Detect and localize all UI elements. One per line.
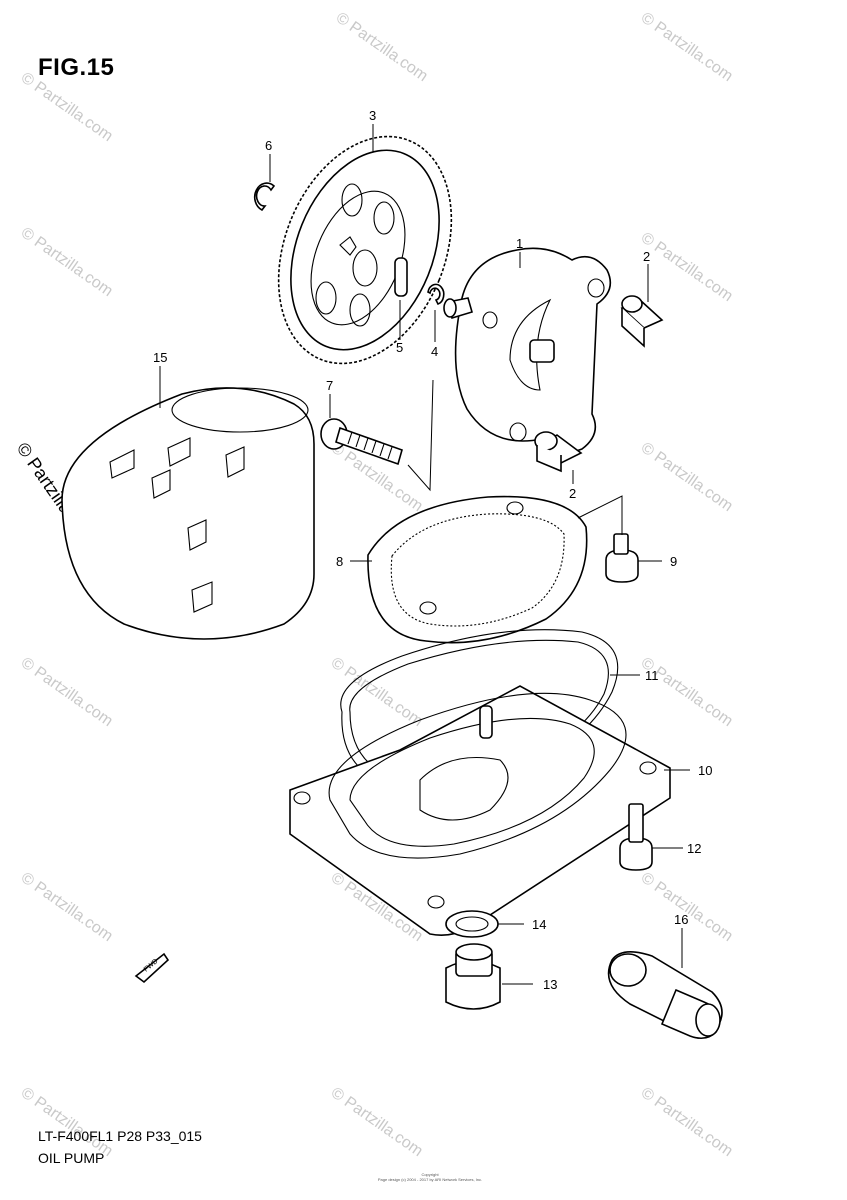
oil-pan (289, 685, 671, 936)
oil-pump-driven-gear (277, 135, 453, 365)
copyright-notice: Copyright Page design (c) 2004 - 2017 by… (360, 1172, 500, 1182)
callout-2-upper: 2 (643, 249, 650, 264)
circlip (253, 182, 276, 212)
callout-4: 4 (431, 344, 438, 359)
watermark: © Partzilla.com (328, 654, 426, 730)
watermark: © Partzilla.com (18, 224, 116, 300)
oil-pressure-switch (607, 951, 723, 1040)
copyright-line: Page design (c) 2004 - 2017 by ARI Netwo… (377, 1177, 483, 1182)
leader-lines (159, 124, 690, 985)
callout-12: 12 (687, 841, 701, 856)
watermark: © Partzilla.com (328, 1084, 426, 1160)
dowel-pin-upper (620, 295, 664, 348)
fwd-arrow: FWD (134, 952, 170, 984)
watermark: © Partzilla.com (18, 869, 116, 945)
pump-bolt (320, 418, 403, 466)
callout-10: 10 (698, 763, 712, 778)
oil-pan-bolt (619, 803, 653, 871)
section-name: OIL PUMP (38, 1150, 105, 1166)
oil-pump-assy (443, 247, 612, 454)
copyright-line: Copyright (421, 1172, 439, 1177)
watermark: © Partzilla.com (18, 1084, 116, 1160)
watermark: © Partzilla.com (638, 229, 736, 305)
callout-1: 1 (516, 236, 523, 251)
callout-13: 13 (543, 977, 557, 992)
callouts: 1 2 2 3 4 5 6 7 8 9 10 11 12 13 14 15 16 (153, 108, 712, 992)
callout-9: 9 (670, 554, 677, 569)
washer (427, 283, 445, 305)
model-code: LT-F400FL1 P28 P33_015 (38, 1128, 202, 1144)
callout-16: 16 (674, 912, 688, 927)
callout-14: 14 (532, 917, 546, 932)
strainer (367, 495, 588, 644)
dowel-pin-lower (534, 431, 583, 473)
callout-7: 7 (326, 378, 333, 393)
watermark: © Partzilla.com (638, 869, 736, 945)
oil-filter (61, 387, 315, 640)
pin (394, 257, 408, 297)
callout-5: 5 (396, 340, 403, 355)
watermark: © Partzilla.com (333, 9, 431, 85)
callout-2-lower: 2 (569, 486, 576, 501)
watermark: © Partzilla.com (638, 9, 736, 85)
watermark: © Partzilla.com (18, 69, 116, 145)
watermark: © Partzilla.com (638, 1084, 736, 1160)
callout-11: 11 (645, 668, 659, 683)
drain-gasket (445, 910, 499, 938)
watermark: © Partzilla.com (638, 654, 736, 730)
figure-title: FIG.15 (38, 54, 115, 81)
watermark: © Partzilla.com (638, 439, 736, 515)
watermark: © Partzilla.com (18, 654, 116, 730)
callout-15: 15 (153, 350, 167, 365)
drain-plug (445, 943, 501, 1010)
callout-8: 8 (336, 554, 343, 569)
callout-3: 3 (369, 108, 376, 123)
strainer-bolt (605, 533, 639, 583)
callout-6: 6 (265, 138, 272, 153)
